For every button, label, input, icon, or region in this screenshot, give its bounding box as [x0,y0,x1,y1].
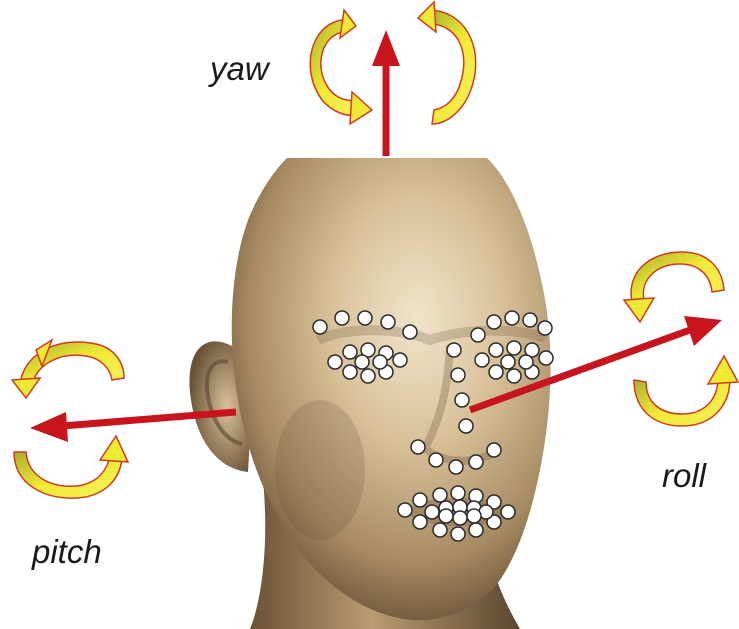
nose-base-landmark [411,440,425,454]
right-eye-landmark [489,343,503,357]
yaw-axis-arrow [372,30,400,156]
inner-lip-landmark [425,505,439,519]
left-eye-landmark [343,345,357,359]
yaw-rotation-arrow-left [310,10,372,124]
pitch-rotation-arrow-upper [12,340,124,398]
outer-lip-landmark [413,515,427,529]
right-eye-landmark [539,351,553,365]
nose-bridge-landmark [447,343,461,357]
right-eyebrow-landmark [471,328,485,342]
right-eye-landmark [475,353,489,367]
right-eye-landmark [501,355,515,369]
left-eye-landmark [393,353,407,367]
right-eye-landmark [507,341,521,355]
outer-lip-landmark [469,523,483,537]
left-eye-landmark [343,365,357,379]
left-eye-landmark [373,355,387,369]
nose-base-landmark [429,453,443,467]
inner-lip-landmark [453,511,467,525]
left-eyebrow-landmark [381,315,395,329]
inner-lip-landmark [467,509,481,523]
outer-lip-landmark [433,488,447,502]
left-eyebrow-landmark [358,311,372,325]
outer-lip-landmark [398,503,412,517]
left-eye-landmark [355,355,369,369]
left-eyebrow-landmark [403,325,417,339]
outer-lip-landmark [413,493,427,507]
roll-label: roll [662,457,708,494]
outer-lip-landmark [433,523,447,537]
cheek-shadow [275,400,365,540]
pitch-label: pitch [31,533,102,570]
nose-base-landmark [449,460,463,474]
nose-base-landmark [469,455,483,469]
roll-rotation-arrow-upper [624,252,724,322]
yaw-rotation-arrow-right [418,2,476,124]
outer-lip-landmark [451,527,465,541]
yaw-label: yaw [208,50,271,87]
outer-lip-landmark [501,505,515,519]
left-eyebrow-landmark [335,311,349,325]
nose-bridge-landmark [455,393,469,407]
right-eye-landmark [519,355,533,369]
right-eye-landmark [507,369,521,383]
right-eyebrow-landmark [487,315,501,329]
right-eyebrow-landmark [538,321,552,335]
roll-rotation-arrow-lower [634,356,738,426]
nose-bridge-landmark [459,419,473,433]
outer-lip-landmark [451,486,465,500]
right-eyebrow-landmark [505,311,519,325]
right-eye-landmark [489,365,503,379]
right-eyebrow-landmark [523,313,537,327]
pitch-rotation-arrow-lower [14,436,128,498]
head-model-icon [189,158,550,629]
left-eyebrow-landmark [313,320,327,334]
nose-base-landmark [487,443,501,457]
left-eye-landmark [328,355,342,369]
nose-bridge-landmark [451,368,465,382]
left-eye-landmark [361,369,375,383]
inner-lip-landmark [439,509,453,523]
